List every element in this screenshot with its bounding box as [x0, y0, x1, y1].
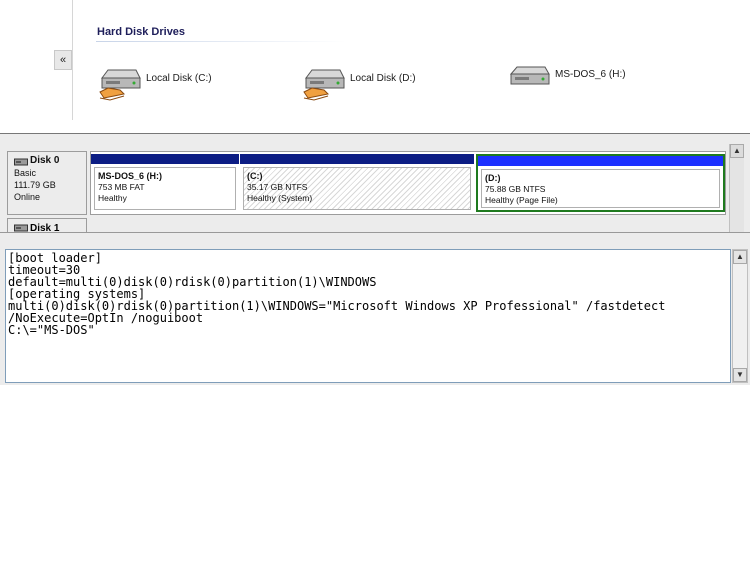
- group-title: Hard Disk Drives: [97, 26, 186, 38]
- scroll-up-icon[interactable]: ▲: [730, 144, 744, 158]
- volume-name: (D:): [485, 173, 501, 183]
- editor-line: [operating systems]: [8, 287, 146, 301]
- volume-h[interactable]: MS-DOS_6 (H:) 753 MB FAT Healthy: [91, 154, 239, 212]
- disk-icon: [14, 224, 28, 232]
- vertical-scrollbar[interactable]: ▲: [729, 144, 744, 240]
- group-rule: [96, 41, 346, 42]
- scroll-up-icon[interactable]: ▲: [733, 250, 747, 264]
- disk0-name: Disk 0: [30, 155, 60, 166]
- volume-status: Healthy: [98, 193, 127, 203]
- drive-label: Local Disk (D:): [350, 73, 416, 84]
- hard-drive-with-hand-icon: [99, 69, 141, 101]
- drive-item-c[interactable]: Local Disk (C:): [98, 64, 238, 102]
- editor-scrollbar[interactable]: ▲ ▼: [732, 249, 748, 383]
- volume-bar: [240, 154, 474, 164]
- volume-status: Healthy (Page File): [485, 195, 558, 205]
- volume-size: 35.17 GB NTFS: [247, 182, 308, 192]
- editor-line: default=multi(0)disk(0)rdisk(0)partition…: [8, 275, 377, 289]
- disk0-size: 111.79 GB: [14, 180, 56, 190]
- volume-name: MS-DOS_6 (H:): [98, 171, 163, 181]
- hard-drive-icon: [509, 66, 550, 85]
- editor-line: /NoExecute=OptIn /noguiboot: [8, 311, 204, 325]
- disk1-name: Disk 1: [30, 223, 60, 234]
- collapse-chevron-icon[interactable]: «: [54, 50, 72, 70]
- volume-name: (C:): [247, 171, 263, 181]
- editor-line: timeout=30: [8, 263, 81, 277]
- disk-management-panel: Disk 0 Basic 111.79 GB Online MS-DOS_6 (…: [0, 133, 750, 240]
- disk0-status: Online: [14, 192, 41, 202]
- explorer-window: « Hard Disk Drives Local Disk (C:) Local…: [0, 0, 750, 128]
- volume-size: 75.88 GB NTFS: [485, 184, 546, 194]
- editor-line: C:\="MS-DOS": [8, 323, 95, 337]
- disk-icon: [14, 158, 28, 165]
- scroll-down-icon[interactable]: ▼: [733, 368, 747, 382]
- menu-bar: [0, 233, 750, 243]
- drive-label: Local Disk (C:): [146, 73, 212, 84]
- editor-line: multi(0)disk(0)rdisk(0)partition(1)\WIND…: [8, 299, 666, 313]
- drive-item-h[interactable]: MS-DOS_6 (H:): [507, 64, 647, 102]
- volume-d[interactable]: (D:) 75.88 GB NTFS Healthy (Page File): [476, 154, 725, 212]
- disk0-type: Basic: [14, 168, 37, 178]
- volume-size: 753 MB FAT: [98, 182, 145, 192]
- collapse-glyph: «: [59, 54, 67, 66]
- volume-bar: [91, 154, 239, 164]
- disk0-label[interactable]: Disk 0 Basic 111.79 GB Online: [7, 151, 87, 215]
- volume-bar: [478, 156, 723, 166]
- editor-line: [boot loader]: [8, 251, 102, 265]
- volume-status: Healthy (System): [247, 193, 313, 203]
- hard-drive-with-hand-icon: [303, 69, 345, 101]
- volume-c[interactable]: (C:) 35.17 GB NTFS Healthy (System): [240, 154, 474, 212]
- drive-item-d[interactable]: Local Disk (D:): [302, 64, 442, 102]
- nav-divider: [56, 10, 73, 34]
- volume-area: MS-DOS_6 (H:) 753 MB FAT Healthy (C:) 35…: [90, 151, 726, 215]
- drive-label: MS-DOS_6 (H:): [555, 69, 626, 80]
- pane-divider: [72, 0, 73, 120]
